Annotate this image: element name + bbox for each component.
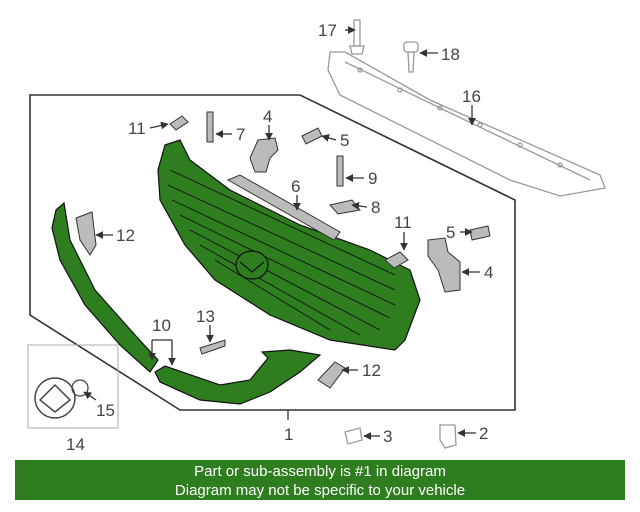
callout-11-upper: 11 xyxy=(128,119,146,138)
callout-2: 2 xyxy=(479,424,488,443)
bolt-part-5-right xyxy=(469,225,491,241)
grille-slats xyxy=(167,169,396,336)
callout-17: 17 xyxy=(318,21,337,40)
clip-part-15 xyxy=(71,379,89,397)
callout-3: 3 xyxy=(383,427,392,446)
pin-part-9 xyxy=(336,155,344,187)
callout-5-upper: 5 xyxy=(340,131,349,150)
callout-5-right: 5 xyxy=(446,223,455,242)
banner-line-1: Part or sub-assembly is #1 in diagram xyxy=(194,463,446,480)
callout-4-right: 4 xyxy=(484,263,493,282)
bolt-part-11-upper xyxy=(169,115,189,131)
callout-1: 1 xyxy=(284,425,293,444)
parts-diagram: 11 7 4 5 9 6 8 11 5 4 12 12 13 10 15 14 … xyxy=(27,19,606,454)
grille-part-1 xyxy=(157,139,421,351)
emblem-inset-box xyxy=(27,344,119,429)
clip-part-18 xyxy=(403,41,419,73)
pad-part-8 xyxy=(329,199,361,215)
callout-12-left: 12 xyxy=(116,226,135,245)
callout-13: 13 xyxy=(196,307,215,326)
callout-7: 7 xyxy=(236,125,245,144)
callout-14: 14 xyxy=(66,435,85,454)
seal-part-12-left xyxy=(75,211,97,256)
upper-cover-part-16 xyxy=(327,51,606,197)
callout-18: 18 xyxy=(441,45,460,64)
pad-part-13 xyxy=(199,339,226,355)
bracket-part-4-upper xyxy=(249,137,279,173)
callout-10: 10 xyxy=(152,316,171,335)
callout-9: 9 xyxy=(368,169,377,188)
callout-6: 6 xyxy=(291,177,300,196)
assembly-outline xyxy=(29,94,516,411)
left-molding xyxy=(51,201,159,373)
bolt-part-5-upper xyxy=(301,127,323,145)
pin-part-7 xyxy=(206,111,214,143)
callout-4-upper: 4 xyxy=(263,107,272,126)
leader-lines xyxy=(83,26,480,440)
callout-11-right: 11 xyxy=(394,213,412,232)
emblem-part-14 xyxy=(34,377,76,419)
nut-part-3 xyxy=(344,427,363,445)
callout-12-right: 12 xyxy=(362,361,381,380)
bracket-part-6 xyxy=(226,174,341,241)
bolt-part-11-right xyxy=(384,251,409,269)
callout-16: 16 xyxy=(462,87,481,106)
info-banner: Part or sub-assembly is #1 in diagram Di… xyxy=(15,460,625,500)
lower-molding xyxy=(154,349,322,405)
callout-8: 8 xyxy=(371,198,380,217)
grille-emblem-mount xyxy=(235,250,269,280)
callout-15: 15 xyxy=(96,401,115,420)
bolt-part-17 xyxy=(349,19,365,55)
seal-part-12-right xyxy=(317,361,346,389)
clip-part-2 xyxy=(439,424,457,449)
bracket-part-4-right xyxy=(427,237,461,293)
banner-line-2: Diagram may not be specific to your vehi… xyxy=(174,482,466,499)
